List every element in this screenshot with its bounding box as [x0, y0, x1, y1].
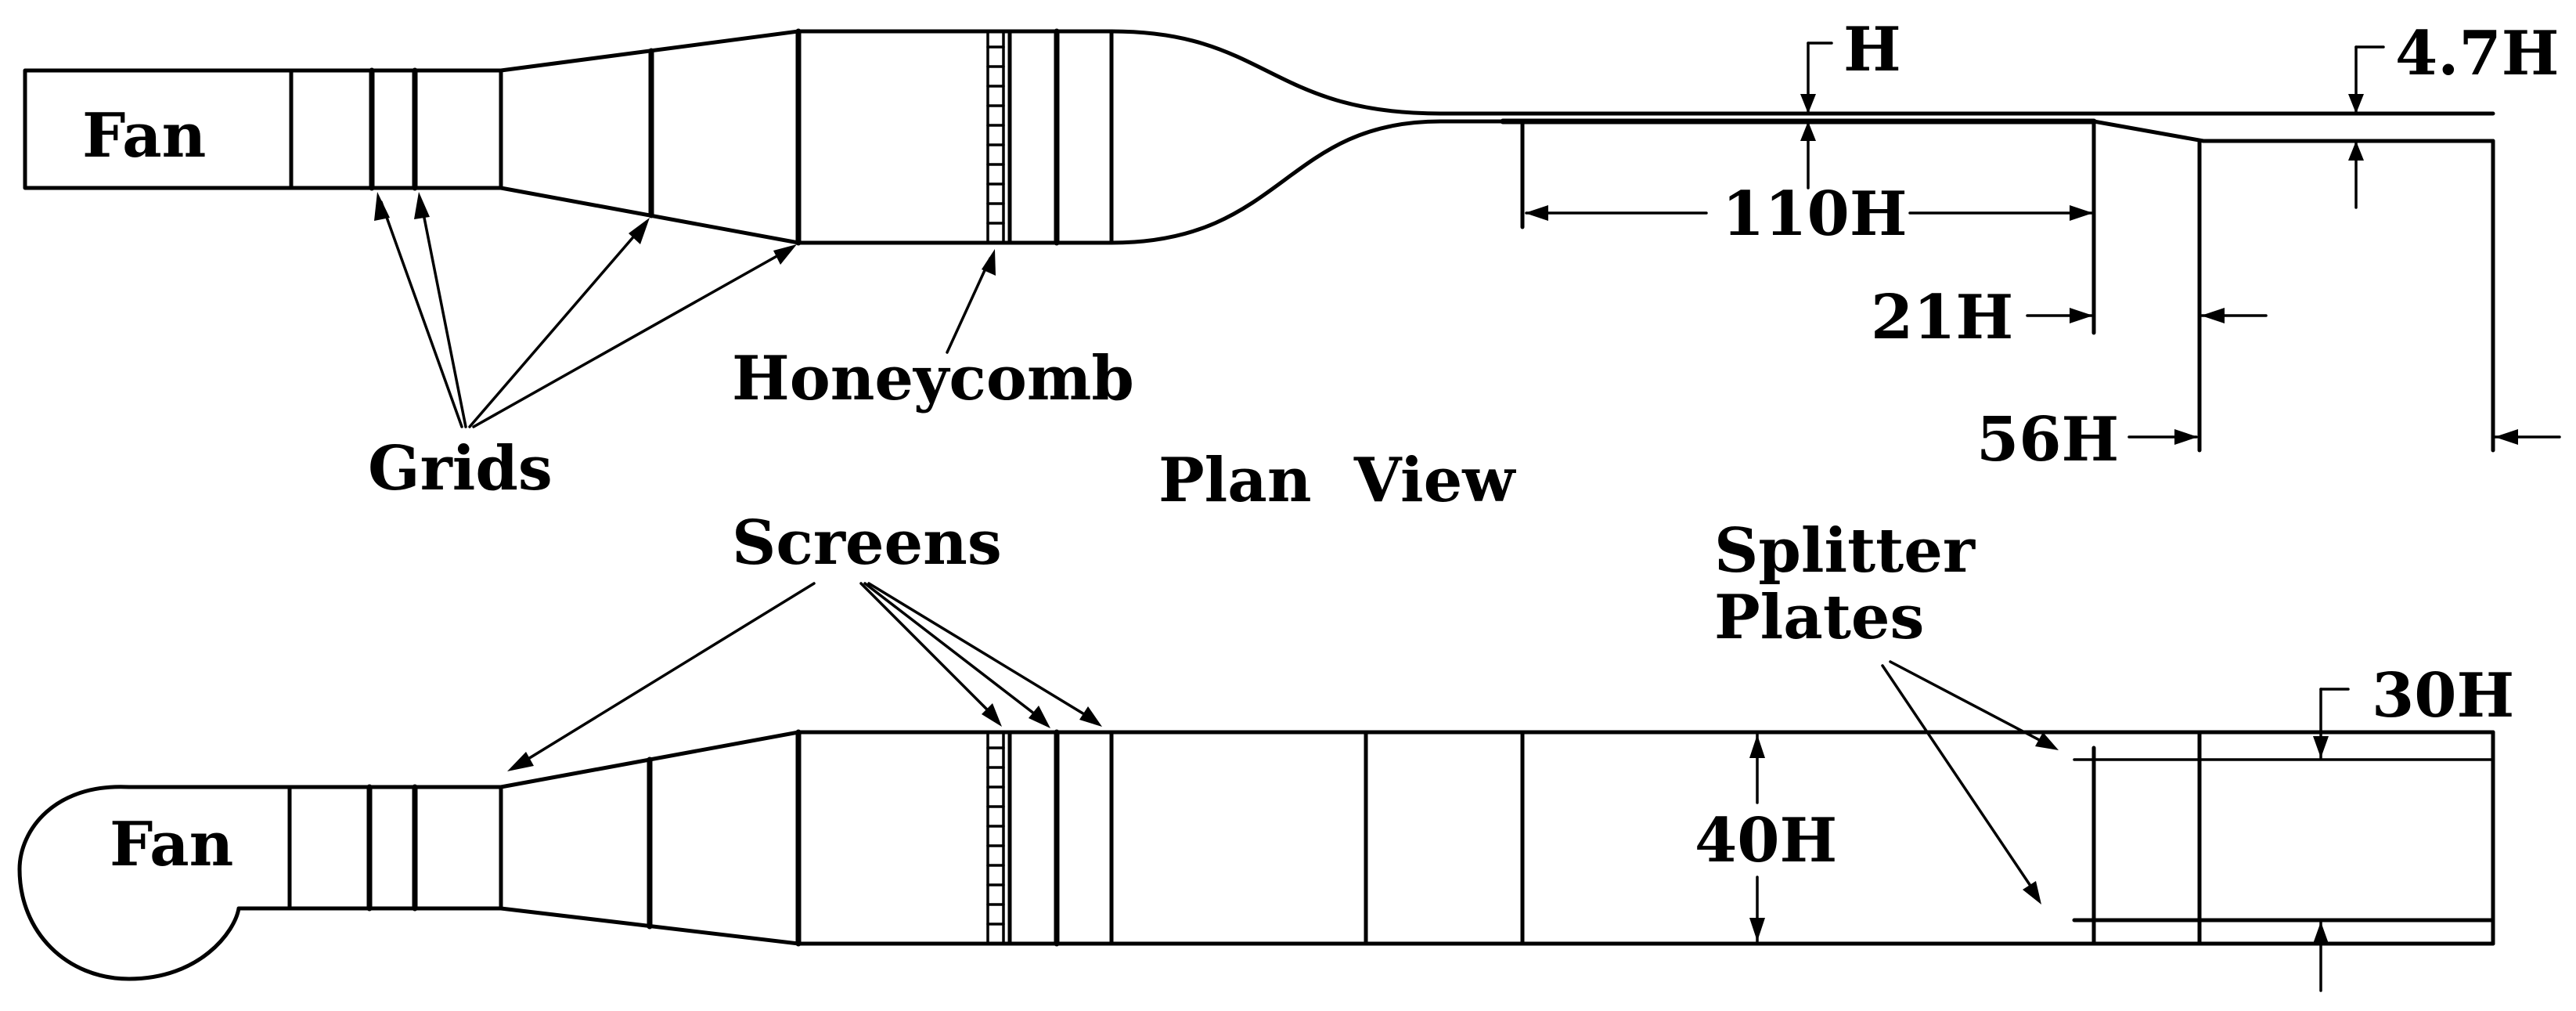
dim-30h [2313, 688, 2350, 992]
fan-label-top: Fan [82, 100, 206, 172]
honeycomb-top [986, 30, 1005, 244]
grid-section-bottom [287, 785, 503, 911]
grids-leaders [374, 192, 797, 428]
elevation-view-tunnel [17, 729, 2495, 981]
honeycomb-bottom [986, 731, 1005, 945]
dim-110h-label: 110H [1722, 179, 1908, 250]
screens-leaders [507, 582, 1102, 771]
dim-4-7h [2348, 45, 2385, 209]
splitter-plates [2072, 730, 2495, 946]
honeycomb-leader [946, 249, 996, 354]
splitter-label-line2: Plates [1714, 582, 1924, 653]
dim-21h-label: 21H [1871, 282, 2013, 353]
dim-4-7h-label: 4.7H [2395, 18, 2559, 89]
grids-label: Grids [368, 433, 553, 504]
fan-housing-bottom [17, 785, 292, 981]
plan-view-tunnel [23, 28, 2495, 453]
splitter-leaders [1881, 660, 2059, 904]
dim-21h [2026, 308, 2268, 323]
dim-h-label: H [1843, 14, 1901, 85]
dim-h [1800, 42, 1833, 190]
fan-label-bottom: Fan [110, 809, 233, 880]
plan-view-label: Plan View [1158, 445, 1516, 516]
grid-section-top [289, 68, 503, 190]
dim-56h [2127, 429, 2561, 445]
dim-110h [1525, 205, 2093, 221]
screens-label: Screens [732, 507, 1002, 579]
contraction-top [1109, 29, 2495, 116]
splitter-label-line1: Splitter [1714, 515, 1976, 587]
dim-56h-label: 56H [1976, 404, 2119, 475]
dim-40h [1749, 733, 1765, 943]
dim-30h-label: 30H [2372, 660, 2514, 731]
dim-40h-label: 40H [1695, 805, 1837, 876]
honeycomb-label: Honeycomb [732, 343, 1134, 414]
